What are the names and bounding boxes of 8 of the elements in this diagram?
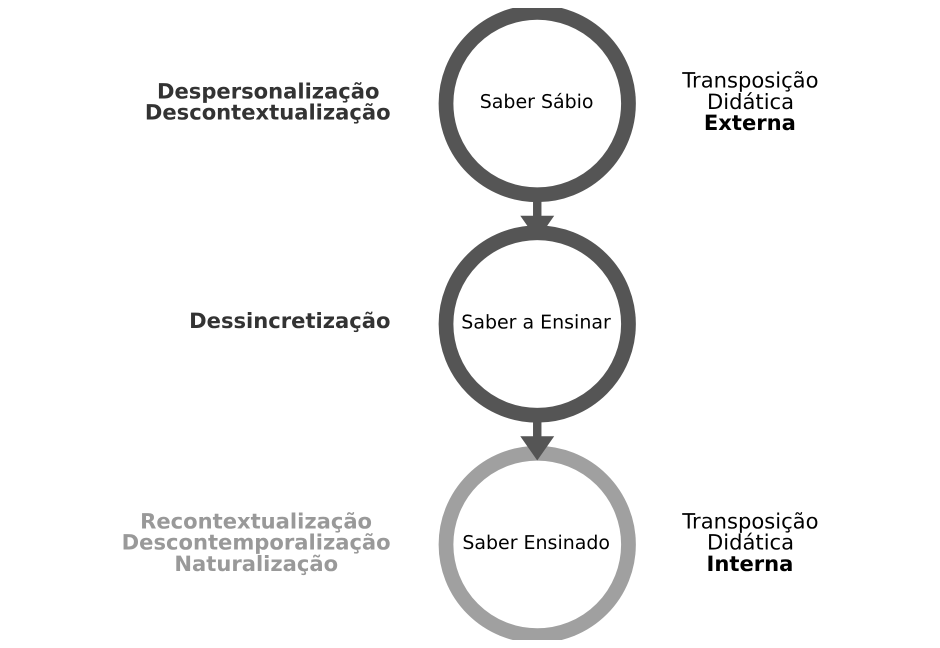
node-circle: Saber Sábio bbox=[438, 8, 636, 202]
label: Recontextualização bbox=[140, 508, 372, 534]
label: Transposição Didática Interna bbox=[682, 508, 818, 576]
node-circle: Saber Ensinado bbox=[438, 446, 636, 640]
label: Transposição Didática Externa bbox=[682, 68, 818, 135]
node-circle: Saber a Ensinar bbox=[438, 225, 636, 423]
label: Despersonalização bbox=[156, 78, 380, 104]
label: Dessincretização bbox=[189, 308, 390, 334]
